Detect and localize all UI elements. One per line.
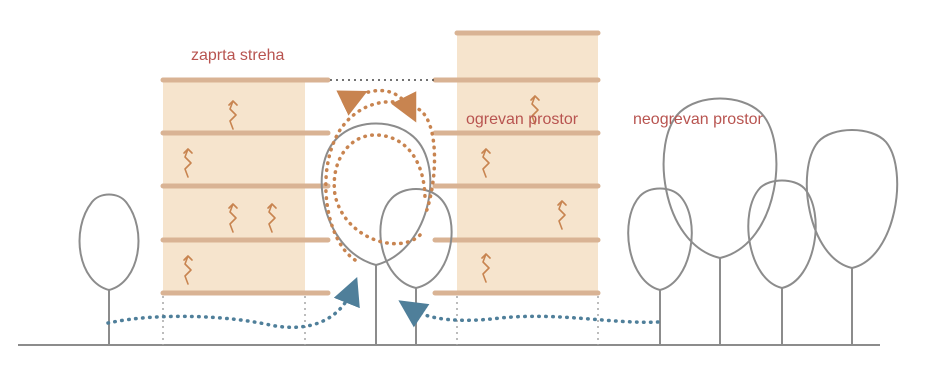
warmth-icon <box>267 203 277 233</box>
warmth-icon <box>183 148 193 178</box>
cool-air-flow-right <box>398 300 660 328</box>
warmth-icons <box>183 95 567 285</box>
tree-icon <box>320 122 432 345</box>
warmth-icon <box>228 203 238 233</box>
building-left-slabs <box>160 77 331 296</box>
heated-space-label: ogrevan prostor <box>466 111 579 128</box>
tree-icon <box>662 97 778 345</box>
closed-roof-label: zaprta streha <box>191 47 285 64</box>
warm-air-circulation <box>324 88 437 262</box>
building-right-body <box>457 33 598 294</box>
warmth-icon <box>481 148 491 178</box>
warm-air-top-arrow <box>336 88 417 123</box>
building-right-slabs <box>432 30 601 296</box>
tree-icon <box>379 188 453 345</box>
ground-guides <box>162 296 599 345</box>
cool-air-flows <box>106 277 660 330</box>
tree-icon <box>805 129 899 345</box>
building-right <box>432 30 601 296</box>
warmth-icon <box>530 95 540 125</box>
warmth-icon <box>228 100 238 130</box>
building-left <box>160 77 331 296</box>
tree-icon <box>747 179 817 345</box>
cool-air-flow-left <box>106 277 360 330</box>
warmth-icon <box>183 255 193 285</box>
unheated-space-label: neogrevan prostor <box>633 111 763 128</box>
tree-icon <box>627 187 693 345</box>
tree-icon <box>78 193 140 345</box>
warmth-icon <box>481 253 491 283</box>
warmth-icon <box>557 200 567 230</box>
